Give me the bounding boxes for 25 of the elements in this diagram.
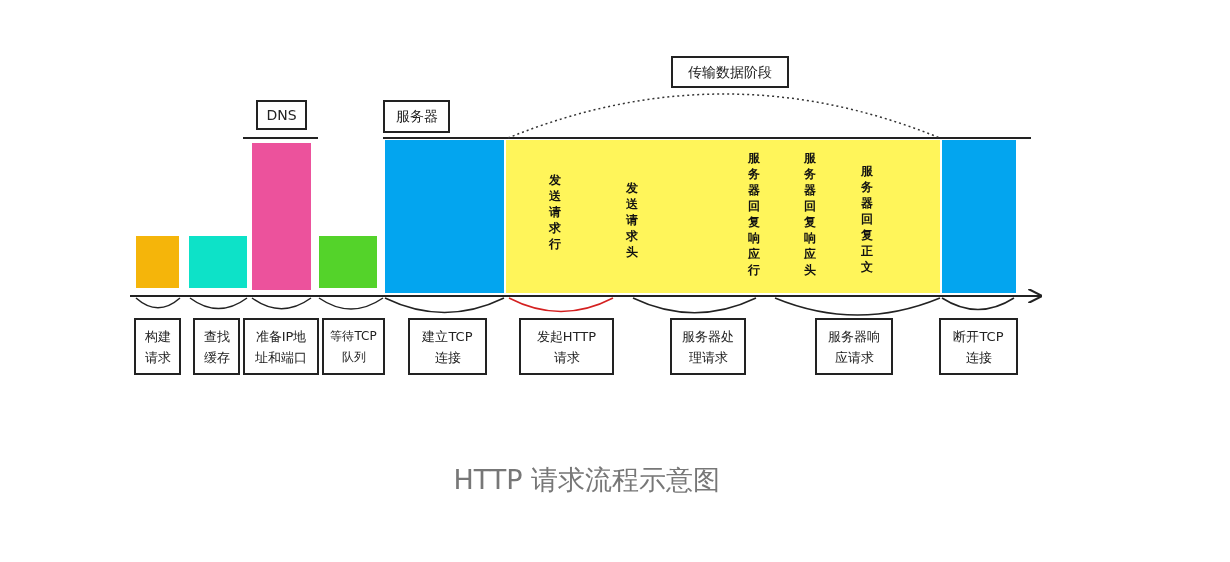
step-box: 准备IP地址和端口 (243, 318, 319, 375)
timeline-bar (252, 143, 311, 290)
step-box: 断开TCP连接 (939, 318, 1018, 375)
timeline-bar (189, 236, 247, 288)
timeline-bar (506, 140, 940, 293)
step-box: 服务器处理请求 (670, 318, 746, 375)
caption: HTTP 请求流程示意图 (453, 463, 721, 497)
step-box: 服务器响应请求 (815, 318, 893, 375)
step-box: 构建请求 (134, 318, 181, 375)
timeline-bar (385, 140, 504, 293)
title-box: 传输数据阶段 (671, 56, 789, 88)
timeline-bar (136, 236, 179, 288)
step-box: 发起HTTP请求 (519, 318, 614, 375)
timeline-bar (942, 140, 1016, 293)
arrow-label: 发送请求行 (549, 172, 562, 252)
arrow-label: 发送请求头 (626, 180, 639, 260)
step-box: 查找缓存 (193, 318, 240, 375)
arrow-label: 服务器回复正文 (861, 163, 874, 275)
title-box: 服务器 (383, 100, 450, 133)
timeline-bar (319, 236, 377, 288)
step-box: 建立TCP连接 (408, 318, 487, 375)
step-box: 等待TCP队列 (322, 318, 385, 375)
arrow-label: 服务器回复响应行 (748, 150, 761, 278)
arrow-label: 服务器回复响应头 (804, 150, 817, 278)
title-box: DNS (256, 100, 307, 130)
